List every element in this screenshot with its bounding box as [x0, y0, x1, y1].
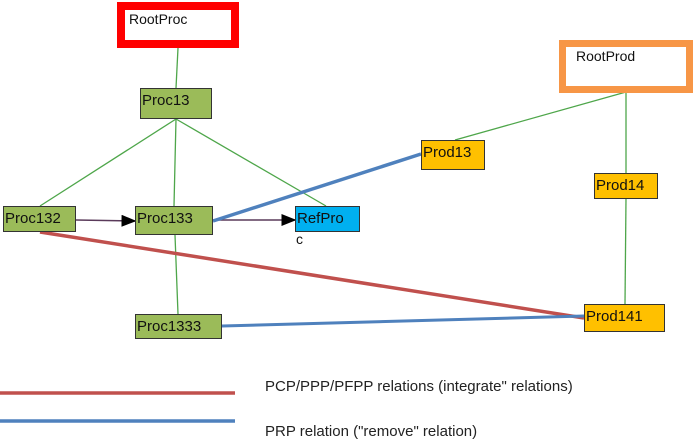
edge-proc13-proc133: [173, 118, 177, 207]
node-prod13[interactable]: Prod13: [421, 140, 485, 170]
node-proc1333[interactable]: Proc1333: [135, 314, 222, 339]
edge-rootprod-prod13: [454, 91, 627, 141]
arrow-proc132-proc133: [75, 214, 137, 227]
edge-proc133-proc1333: [174, 234, 179, 315]
edge-rootproc-proc13: [175, 47, 179, 89]
node-refproc[interactable]: RefPro: [295, 206, 360, 232]
remove-edge-proc1333-prod141: [221, 314, 585, 328]
edge-proc13-proc132: [39, 118, 177, 207]
node-refproc-overflow-text: c: [296, 231, 303, 247]
integrate-edge-proc132-prod141: [39, 230, 585, 320]
legend-integrate-label: PCP/PPP/PFPP relations (integrate" relat…: [265, 378, 573, 395]
legend-remove-label: PRP relation ("remove" relation): [265, 423, 478, 440]
node-proc132[interactable]: Proc132: [3, 206, 76, 232]
node-proc13[interactable]: Proc13: [140, 88, 212, 119]
node-rootprod[interactable]: RootProd: [559, 40, 693, 93]
node-prod141[interactable]: Prod141: [584, 304, 665, 332]
node-proc133[interactable]: Proc133: [135, 206, 213, 235]
node-prod14[interactable]: Prod14: [594, 173, 658, 199]
node-rootproc[interactable]: RootProc: [117, 2, 239, 48]
edge-prod14-prod141: [624, 197, 627, 305]
remove-edge-proc133-prod13: [212, 152, 422, 223]
